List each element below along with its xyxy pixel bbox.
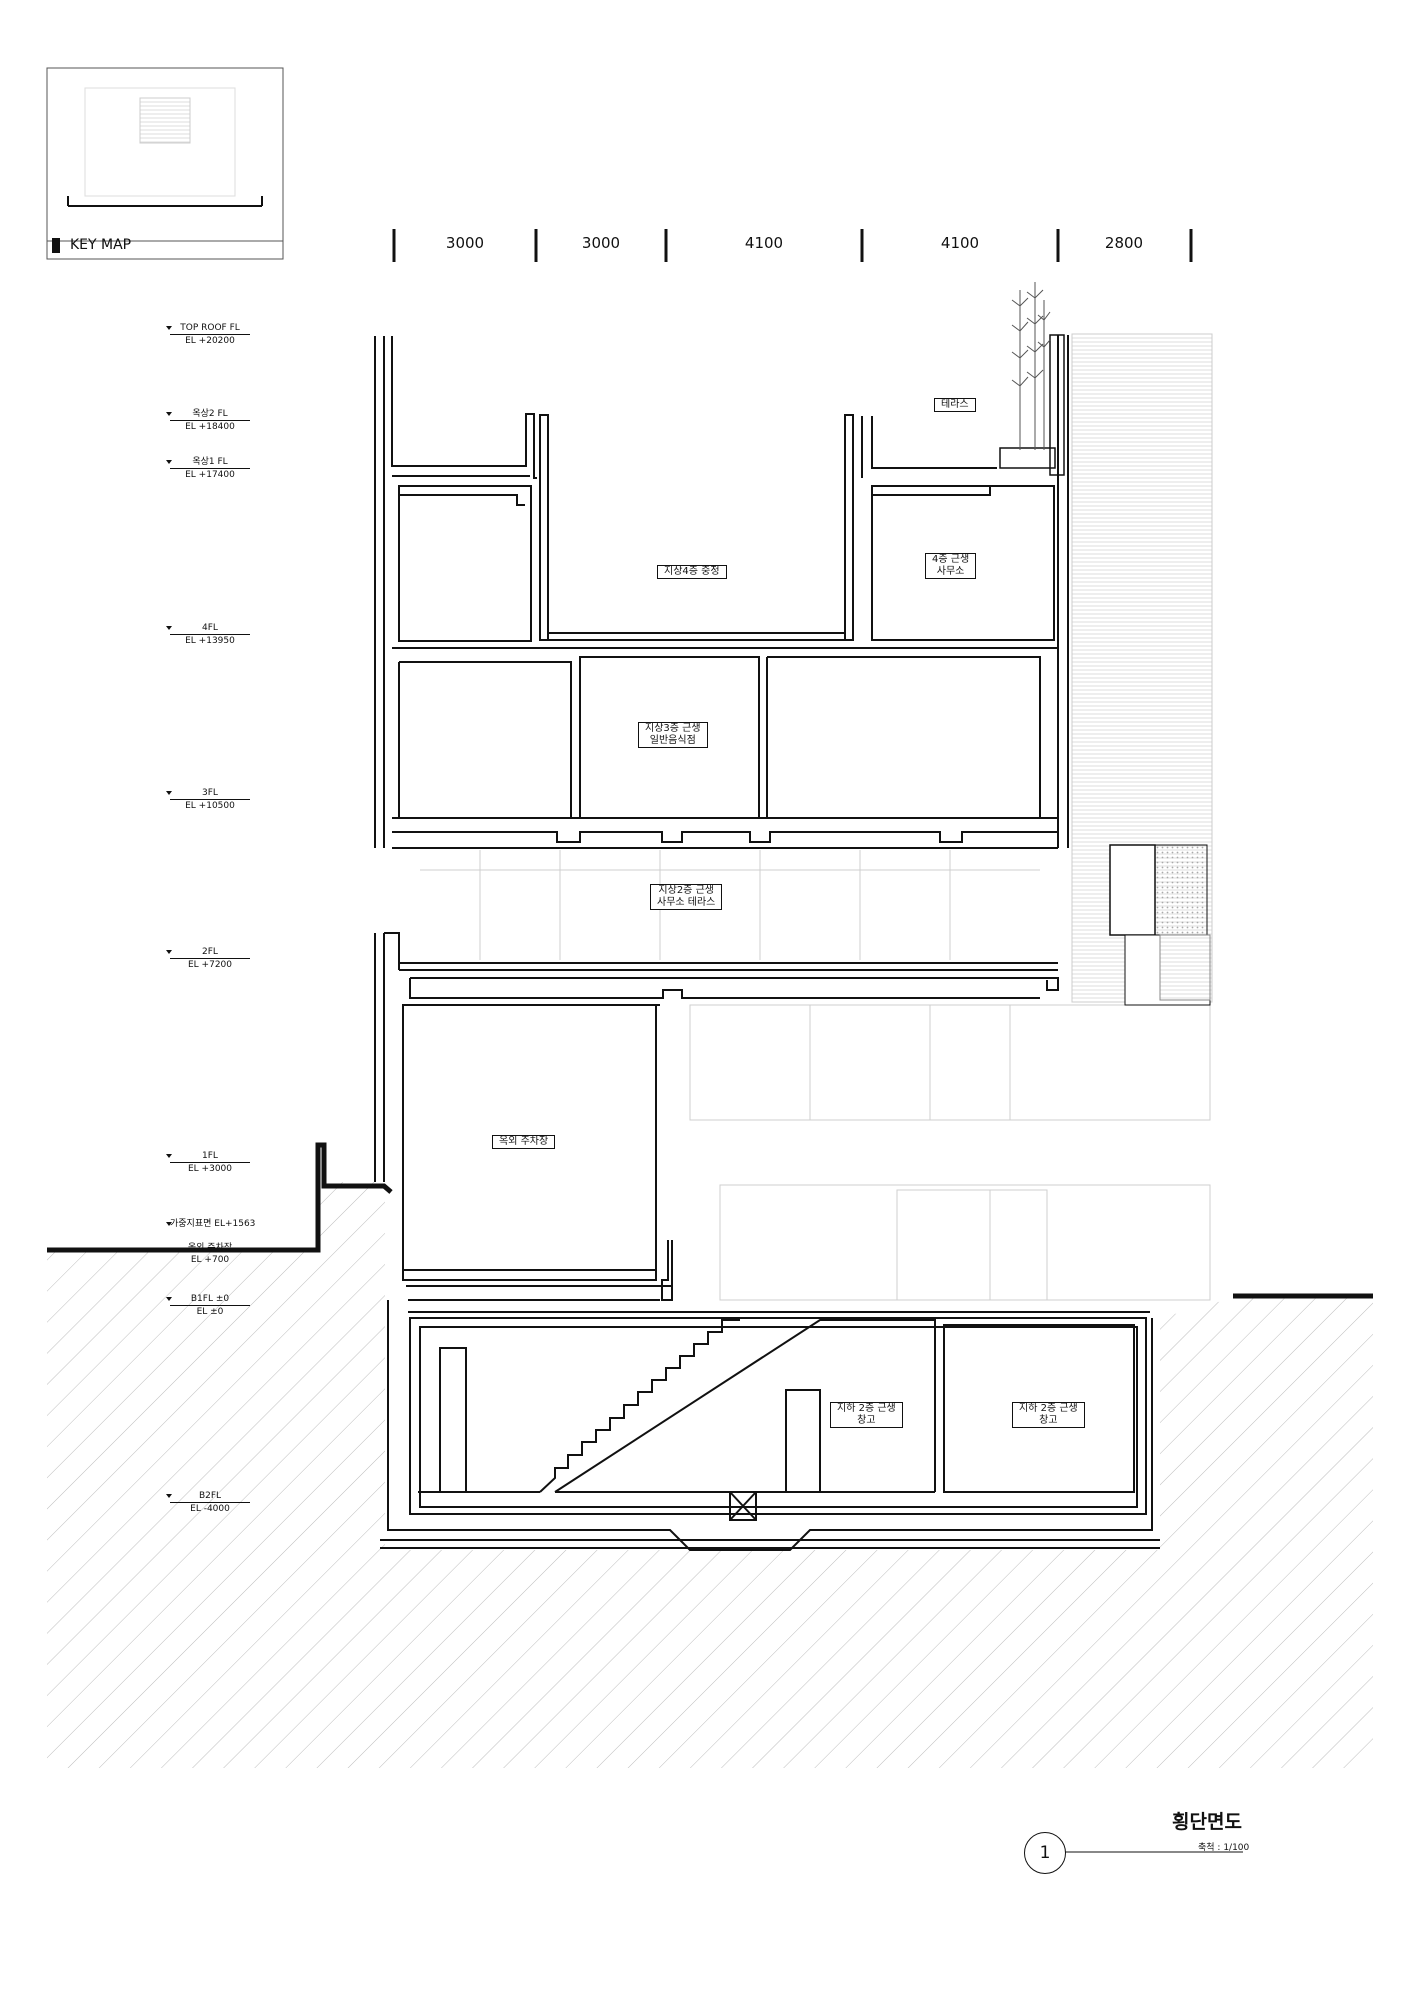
room-label-line: 지하 2층 근생 xyxy=(1019,1403,1078,1414)
level-name: 가중지표면 EL+1563 xyxy=(170,1219,256,1229)
dimension-strip xyxy=(392,229,1193,262)
level-parking: 옥외 주차장 EL +700 xyxy=(170,1242,250,1266)
level-ground-reference: 가중지표면 EL+1563 xyxy=(166,1218,280,1230)
key-map-marker xyxy=(52,238,60,253)
dimension-label: 3000 xyxy=(445,234,485,252)
room-label-line: 사무소 테라스 xyxy=(657,897,716,908)
level-elevation: EL +3000 xyxy=(187,1164,232,1174)
drawing-title: 횡단면도 xyxy=(1172,1811,1242,1833)
level-name: 옥상2 FL xyxy=(170,408,250,421)
level-elevation: EL +7200 xyxy=(187,960,232,970)
facade-screen xyxy=(999,333,1213,1006)
key-map-title: KEY MAP xyxy=(70,237,132,253)
level-name: B2FL xyxy=(170,1490,250,1503)
dimension-label: 4100 xyxy=(940,234,980,252)
level-elevation: EL +13950 xyxy=(185,636,235,646)
drawing-number: 1 xyxy=(1024,1832,1066,1874)
room-label-terrace: 테라스 xyxy=(934,398,976,412)
room-label-4f-courtyard: 지상4층 중정 xyxy=(657,565,727,579)
level-elevation: EL +700 xyxy=(190,1255,230,1265)
level-name: B1FL ±0 xyxy=(170,1293,250,1306)
level-elevation: EL -4000 xyxy=(190,1504,230,1514)
level-name: TOP ROOF FL xyxy=(170,322,250,335)
level-elevation: EL +20200 xyxy=(185,336,235,346)
scale-label: 축척 : 1/100 xyxy=(1198,1843,1250,1853)
dimension-label: 3000 xyxy=(581,234,621,252)
key-map xyxy=(46,67,284,260)
room-label-line: 지상3층 근생 xyxy=(645,723,701,734)
room-label-line: 창고 xyxy=(1039,1415,1058,1426)
level-name: 3FL xyxy=(170,787,250,800)
dimension-label: 4100 xyxy=(744,234,784,252)
room-label-line: 사무소 xyxy=(936,566,965,577)
room-label-outdoor-parking: 옥외 주차장 xyxy=(492,1135,556,1149)
ground-hatch xyxy=(47,1142,1373,1768)
level-elevation: EL +17400 xyxy=(185,470,235,480)
room-label-line: 4층 근생 xyxy=(932,554,970,565)
level-elevation: EL +18400 xyxy=(185,422,235,432)
bamboo-plant xyxy=(1011,282,1051,450)
level-elevation: EL ±0 xyxy=(196,1307,224,1317)
dimension-label: 2800 xyxy=(1104,234,1144,252)
level-name: 2FL xyxy=(170,946,250,959)
level-name: 옥상1 FL xyxy=(170,456,250,469)
room-label-line: 지상2층 근생 xyxy=(658,885,714,896)
level-name: 4FL xyxy=(170,622,250,635)
level-elevation: EL +10500 xyxy=(185,801,235,811)
room-label-line: 일반음식점 xyxy=(649,735,696,746)
room-label-line: 창고 xyxy=(857,1415,876,1426)
level-name: 1FL xyxy=(170,1150,250,1163)
level-name: 옥외 주차장 xyxy=(187,1243,233,1253)
building-structure xyxy=(374,335,1211,1551)
room-label-line: 지하 2층 근생 xyxy=(837,1403,896,1414)
